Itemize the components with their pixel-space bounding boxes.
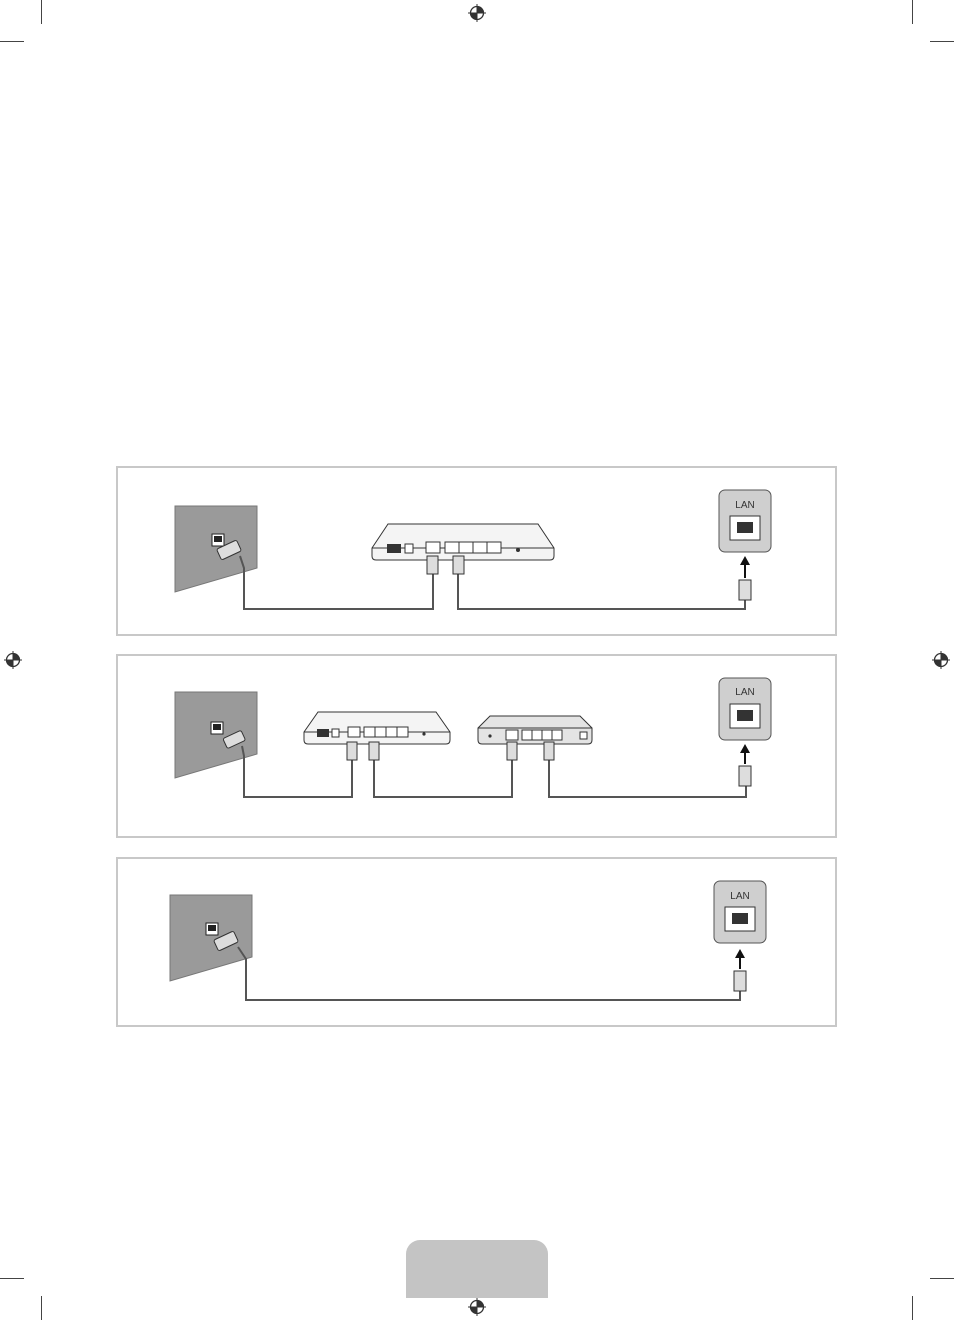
modem-plug-icon [427, 556, 438, 574]
tv-plug-icon [739, 766, 751, 786]
crop-mark-tr-v [912, 0, 913, 24]
crop-mark-br-h [930, 1278, 954, 1279]
cable-wall-to-modem [242, 746, 352, 797]
router-device [478, 716, 592, 744]
cable-wall-to-modem [240, 556, 433, 609]
tv-lan-port-panel: LAN [714, 881, 766, 943]
crop-mark-br-v [912, 1296, 913, 1320]
crop-mark-tr-h [930, 41, 954, 42]
crop-mark-bl-h [0, 1278, 24, 1279]
router-plug-icon [507, 742, 517, 760]
crop-mark-tl-h [0, 41, 24, 42]
registration-mark-icon [468, 1298, 486, 1316]
modem-plug-icon [453, 556, 464, 574]
diagram-panel-wall-direct: LAN [116, 857, 837, 1027]
modem-device [304, 712, 450, 744]
tv-plug-icon [734, 971, 746, 991]
crop-mark-tl-v [41, 0, 42, 24]
crop-mark-bl-v [41, 1296, 42, 1320]
wall-outlet-panel [170, 895, 252, 981]
lan-port-label: LAN [735, 687, 754, 698]
cable-router-to-tv [549, 760, 746, 797]
cable-modem-to-router [374, 760, 512, 797]
cable-wall-to-tv [238, 947, 740, 1000]
cable-modem-to-tv [458, 573, 745, 609]
lan-port-label: LAN [735, 500, 754, 511]
diagram-panel-modem-router: LAN [116, 654, 837, 838]
registration-mark-icon [4, 651, 22, 669]
tv-lan-port-panel: LAN [719, 490, 771, 552]
diagram-panel-modem: LAN [116, 466, 837, 636]
lan-port-label: LAN [730, 891, 749, 902]
modem-plug-icon [369, 742, 379, 760]
router-plug-icon [544, 742, 554, 760]
tv-lan-port-panel: LAN [719, 678, 771, 740]
modem-device [372, 524, 554, 560]
registration-mark-icon [468, 4, 486, 22]
tv-plug-icon [739, 580, 751, 600]
modem-plug-icon [347, 742, 357, 760]
page-number-tab [406, 1240, 548, 1298]
registration-mark-icon [932, 651, 950, 669]
